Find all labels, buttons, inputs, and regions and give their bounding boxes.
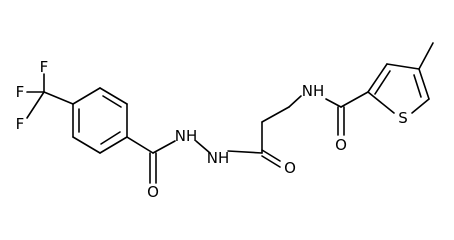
bond-nh-glycyl-carbonyl: [227, 150, 263, 154]
bond-nh-nh: [195, 140, 211, 154]
bond-thiophene-s-c2: [367, 91, 395, 114]
atom-nh-hydrazide-2: NH: [207, 149, 230, 167]
bond-ring-carbonyl: [126, 136, 154, 154]
bond-cf3-ring: [43, 91, 74, 105]
bond-ring-1: [72, 87, 101, 105]
bond-ring-inner-1: [102, 95, 122, 108]
atom-s-thiophene: S: [398, 109, 408, 127]
bond-thiophene-c2-c3-inner: [374, 70, 391, 95]
bond-thiophene-c3-c4: [386, 63, 420, 70]
atom-f-bottom: F: [16, 115, 25, 133]
bond-thiophene-c4-c5-inner: [413, 74, 422, 98]
atom-o-benzoyl: O: [147, 183, 159, 201]
bond-ring-inner-2: [100, 131, 121, 145]
bond-ring-5: [72, 136, 101, 154]
benzoyl-hydrazide: [126, 136, 263, 184]
trifluoromethyl-group: [26, 73, 74, 119]
bond-carbonyl-nh: [152, 140, 176, 154]
bond-thiophene-c2-c3: [367, 63, 388, 93]
bond-thiophene-c5-s: [411, 98, 430, 114]
bond-nh-thiophene-carbonyl: [325, 98, 342, 108]
thiophene-carboxamide: [337, 42, 434, 136]
glycyl-amide: [261, 95, 342, 168]
bond-cf3-f-bottom: [26, 91, 45, 119]
atom-o-thiophene-amide: O: [335, 136, 347, 154]
atom-nh-amide: NH: [302, 82, 325, 100]
bond-ch2-nh: [288, 95, 302, 108]
bond-thiophene-c4-c5: [418, 68, 430, 100]
atom-f-top: F: [40, 58, 49, 76]
benzene-ring: [72, 87, 128, 154]
atom-f-left: F: [16, 83, 25, 101]
bond-carbonyl-thiophene: [340, 91, 369, 108]
bond-thiophene-methyl: [418, 42, 434, 70]
bond-ch2-ch2b: [261, 106, 290, 123]
bond-ring-2: [99, 87, 128, 105]
bond-ring-4: [99, 136, 128, 154]
chemical-structure-diagram: F F F O NH NH O NH O S: [16, 42, 434, 201]
atom-nh-hydrazide-1: NH: [175, 127, 198, 145]
bond-glycyl-o-1: [261, 149, 281, 162]
atom-o-glycyl: O: [284, 159, 296, 177]
bond-glycyl-o-2: [261, 155, 281, 168]
